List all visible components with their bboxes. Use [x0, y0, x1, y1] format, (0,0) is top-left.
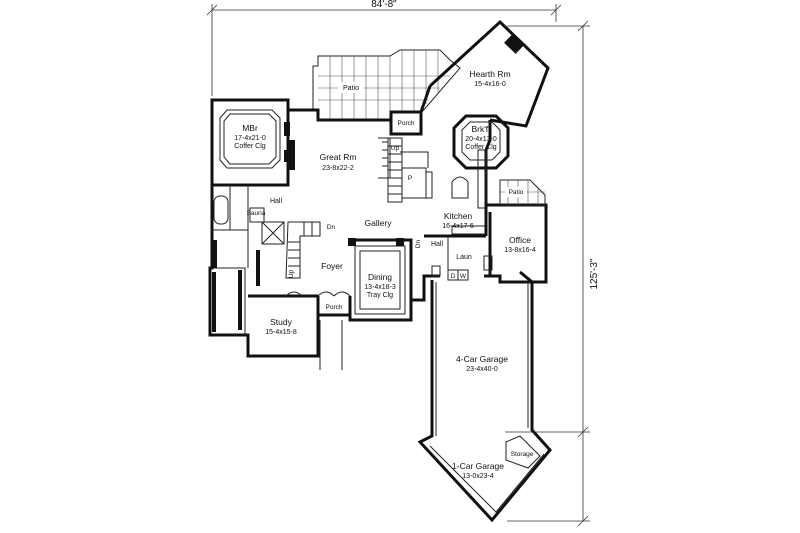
hearth-room: Hearth Rm 15-4x16-0	[428, 19, 550, 128]
dining-size: 13-4x18-3	[364, 284, 396, 291]
mbr-size: 17-4x21-0	[234, 135, 266, 142]
kitchen-size: 16-4x17-6	[442, 223, 474, 230]
washer-marker: W	[460, 273, 467, 280]
gallery-label: Gallery	[365, 218, 393, 228]
kitchen: P Kitchen 16-4x17-6	[401, 149, 487, 235]
great-room-label: Great Rm	[320, 152, 357, 162]
breakfast-nook: Brk'ft 20-4x13-0 Coffer Clg	[452, 114, 510, 170]
brk-size: 20-4x13-0	[465, 136, 497, 143]
great-room: Great Rm 23-8x22-2	[287, 137, 391, 179]
foyer-label: Foyer	[321, 261, 343, 271]
garage-4car: 4-Car Garage 23-4x40-0	[417, 270, 552, 523]
depth-dimension: 125'-3"	[505, 20, 600, 527]
garage-1car: 1-Car Garage 13-0x23-4	[429, 445, 545, 513]
dining-room: Dining 13-4x18-3 Tray Clg	[348, 238, 413, 320]
up-marker: Up	[391, 145, 400, 152]
office: Office 13-8x16-4	[483, 205, 536, 276]
pantry-marker: P	[408, 175, 412, 182]
porch-top-label: Porch	[398, 120, 415, 127]
stair-foyer: Dn Up Dn	[285, 221, 422, 279]
porch-front: Porch	[316, 291, 352, 370]
garage4-size: 23-4x40-0	[466, 366, 498, 373]
porch-front-label: Porch	[326, 304, 343, 311]
kitchen-label: Kitchen	[444, 211, 473, 221]
office-size: 13-8x16-4	[504, 247, 536, 254]
master-suite-service: Hall Sauna	[212, 185, 285, 332]
dining-ceiling: Tray Clg	[367, 292, 393, 299]
up-marker-foyer: Up	[288, 269, 295, 278]
garage1-label: 1-Car Garage	[452, 461, 504, 471]
study-room: Study 15-4x15-8	[248, 291, 318, 336]
dn-marker: Dn	[327, 224, 336, 231]
study-size: 15-4x15-8	[265, 329, 297, 336]
dining-label: Dining	[368, 272, 392, 282]
depth-label: 125'-3"	[589, 258, 600, 289]
office-label: Office	[509, 235, 531, 245]
dw-marker: D	[451, 273, 456, 280]
width-dimension: 84'-8"	[206, 0, 562, 96]
master-bedroom: MBr 17-4x21-0 Coffer Clg	[210, 98, 290, 187]
laun-label: Laun	[456, 254, 472, 261]
laundry-area: D W Hall Laun	[424, 234, 486, 281]
patio-top-label: Patio	[343, 85, 359, 92]
brk-ceiling: Coffer Clg	[465, 144, 496, 151]
patio-top-area: Patio	[312, 49, 461, 121]
hearth-room-size: 15-4x16-0	[474, 81, 506, 88]
great-room-size: 23-8x22-2	[322, 165, 354, 172]
patio-right-label: Patio	[509, 189, 524, 196]
stair-rear: Up	[387, 137, 429, 203]
mbr-ceiling: Coffer Clg	[234, 143, 265, 150]
fireplace-icon	[504, 34, 524, 54]
study-label: Study	[270, 317, 292, 327]
dn-marker-rear: Dn	[415, 239, 422, 248]
garage4-label: 4-Car Garage	[456, 354, 508, 364]
hall-left-label: Hall	[270, 198, 283, 205]
garage1-size: 13-0x23-4	[462, 473, 494, 480]
hearth-room-label: Hearth Rm	[469, 69, 510, 79]
mbr-label: MBr	[242, 123, 258, 133]
storage-room: Storage	[505, 435, 541, 469]
porch-top: Porch	[389, 110, 423, 136]
sauna-label: Sauna	[247, 210, 266, 217]
patio-right-area: Patio	[499, 179, 546, 206]
brk-label: Brk'ft	[471, 124, 491, 134]
hall-mid-label: Hall	[431, 241, 444, 248]
storage-label: Storage	[511, 451, 534, 458]
width-label: 84'-8"	[371, 0, 397, 10]
fireplace-icon	[287, 140, 295, 170]
